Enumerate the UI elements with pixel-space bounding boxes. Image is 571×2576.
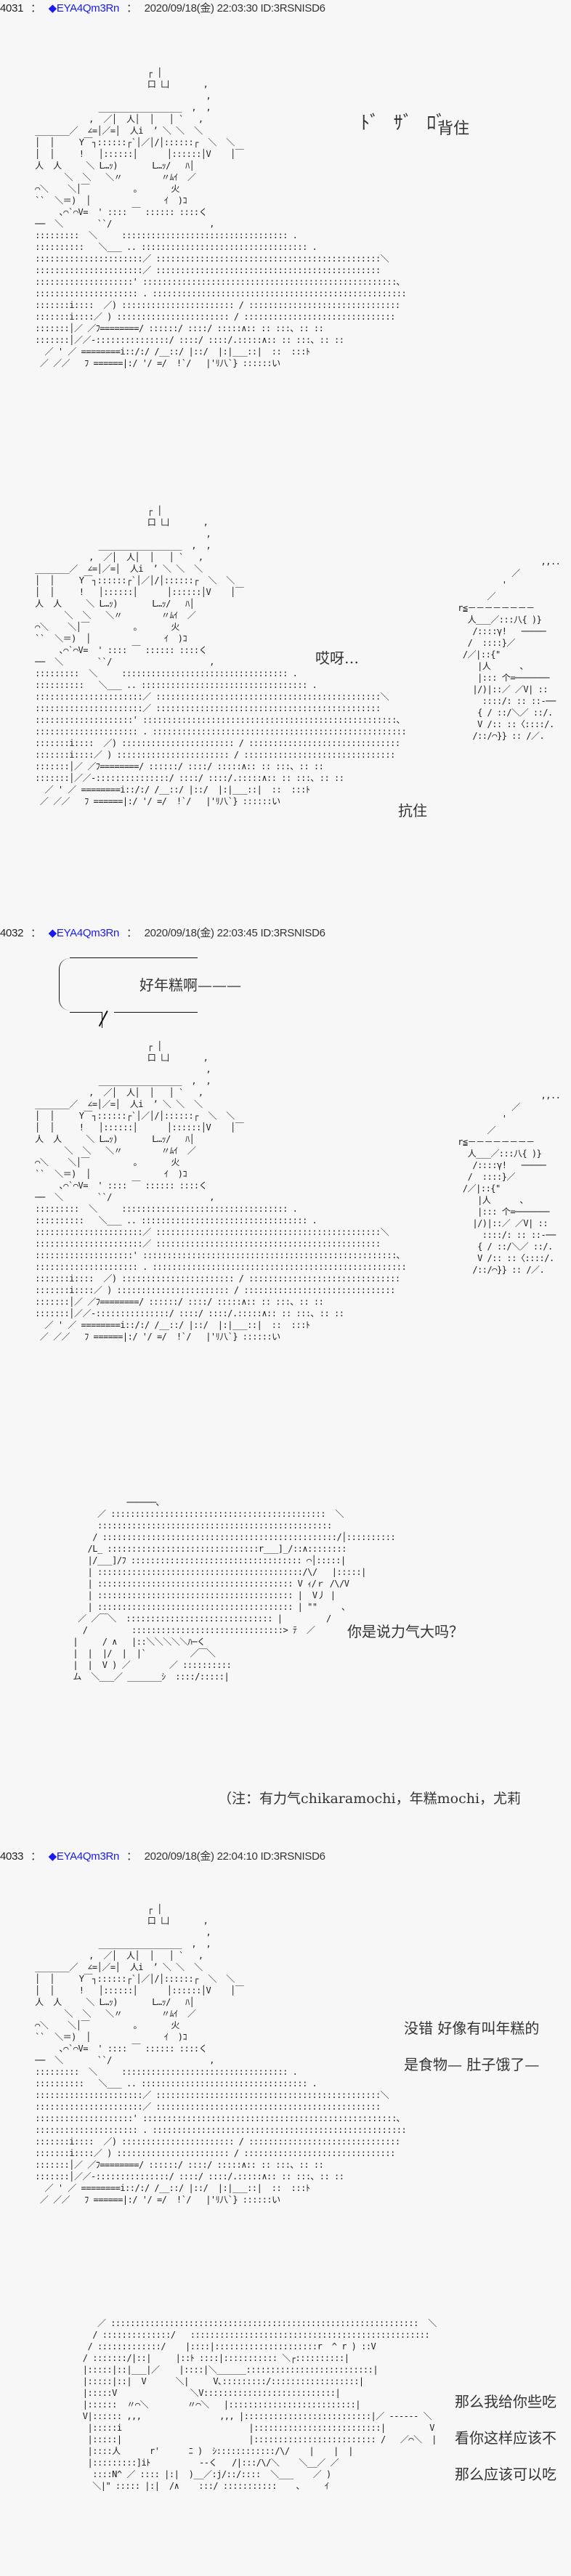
- author-link[interactable]: ◆EYA4Qm3Rn: [48, 2, 120, 15]
- dialogue-line: 是食物— 肚子饿了—: [404, 2056, 540, 2073]
- author-trip: EYA4Qm3Rn: [56, 927, 120, 939]
- author-link[interactable]: ◆EYA4Qm3Rn: [48, 927, 120, 939]
- author-link[interactable]: ◆EYA4Qm3Rn: [48, 1850, 120, 1863]
- speech-bubble-tail: [102, 1012, 114, 1028]
- aa-yukari-eating: ／ ::::::::::::::::::::::::::::::::::::::…: [82, 2318, 437, 2491]
- aa-yukari-frame4: ┌ │ 口 凵 , , _________________ , , , ／│ 人…: [35, 1904, 407, 2205]
- separator: ：: [31, 1850, 41, 1863]
- post-date: 2020/09/18(金) 22:04:10: [144, 1850, 258, 1863]
- trip-diamond-icon: ◆: [48, 927, 57, 939]
- post-number[interactable]: 4032: [0, 927, 24, 939]
- post-number[interactable]: 4031: [0, 2, 24, 15]
- post-id[interactable]: ID:3RSNISD6: [260, 1850, 325, 1863]
- post-header: 4031 ： ◆EYA4Qm3Rn ： 2020/09/18(金) 22:03:…: [0, 1, 325, 16]
- aa-yukari-frame2: ┌ │ 口 凵 , , _________________ , , , ／│ 人…: [35, 506, 407, 806]
- bubble-text: 好年糕啊———: [139, 976, 241, 994]
- dialogue-line: 那么我给你些吃: [455, 2393, 556, 2410]
- reply-text: 你是说力气大吗？: [347, 1623, 463, 1640]
- separator: ：: [126, 2, 137, 15]
- aa-witch-frame3: ,,.. ／ ' ／ r≦－－－－－－－－ 人___／:::八{ )} /:::…: [458, 1090, 561, 1275]
- separator: ：: [126, 1850, 137, 1863]
- speech-bubble: [59, 957, 198, 1028]
- dialogue-line: 看你这样应该不: [455, 2429, 556, 2447]
- author-trip: EYA4Qm3Rn: [56, 1850, 120, 1863]
- post-header: 4033 ： ◆EYA4Qm3Rn ： 2020/09/18(金) 22:04:…: [0, 1850, 325, 1864]
- dialogue-line: 没错 好像有叫年糕的: [404, 2020, 540, 2037]
- post-id[interactable]: ID:3RSNISD6: [260, 927, 325, 939]
- aa-witch-frame2: ,,.. ／ ' ／ r≦－－－－－－－－ 人___／:::八{ )} /:::…: [458, 556, 561, 741]
- post-date: 2020/09/18(金) 22:03:30: [144, 2, 258, 15]
- caption-text: 背住: [437, 120, 470, 138]
- trip-diamond-icon: ◆: [48, 2, 57, 15]
- post-date: 2020/09/18(金) 22:03:45: [144, 927, 258, 939]
- sfx-text: ﾄﾞ ｻﾞ ﾛﾞ: [360, 113, 448, 134]
- aa-yukari-frame3: ┌ │ 口 凵 , , _________________ , , , ／│ 人…: [35, 1041, 407, 1342]
- trip-diamond-icon: ◆: [48, 1850, 57, 1863]
- separator: ：: [31, 927, 41, 939]
- aa-mochi-character: ──────､ ／ ::::::::::::::::::::::::::::::…: [73, 1497, 396, 1682]
- caption-text: 哎呀…: [315, 649, 359, 667]
- author-trip: EYA4Qm3Rn: [56, 2, 120, 15]
- post-header: 4032 ： ◆EYA4Qm3Rn ： 2020/09/18(金) 22:03:…: [0, 926, 325, 941]
- note-text: （注：有力气chikaramochi，年糕mochi，尤莉: [218, 1791, 522, 1807]
- aa-yukari-frame1: ┌ │ 口 凵 , , _________________ , , , ／│ 人…: [35, 68, 407, 368]
- dialogue-line: 那么应该可以吃: [455, 2466, 556, 2483]
- caption-text: 抗住: [398, 802, 427, 819]
- post-id[interactable]: ID:3RSNISD6: [260, 2, 325, 15]
- post-number[interactable]: 4033: [0, 1850, 24, 1863]
- separator: ：: [31, 2, 41, 15]
- separator: ：: [126, 927, 137, 939]
